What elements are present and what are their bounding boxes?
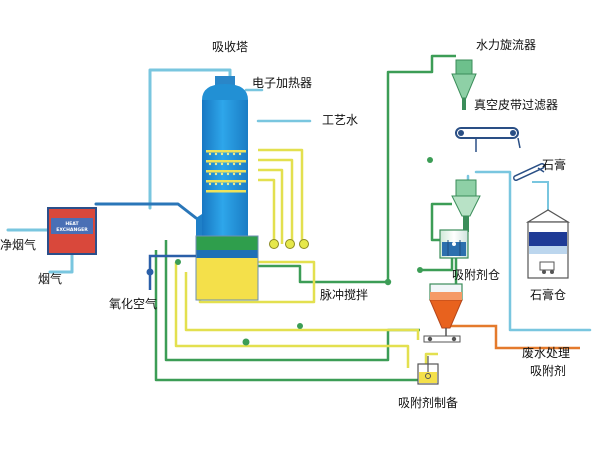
hx-to-tower-duct <box>94 202 198 220</box>
wastewater-pipe <box>446 324 580 350</box>
silo-link <box>420 256 454 272</box>
spray-loop-2 <box>258 158 294 244</box>
absorbent-slurry-tank <box>423 283 463 343</box>
label-electronic-heater: 电子加热器 <box>252 76 313 90</box>
heat-exchanger-text-1: HEAT <box>65 221 79 227</box>
absorbent-prep-unit <box>417 356 439 385</box>
label-process-water: 工艺水 <box>322 113 359 127</box>
spray-loop-4 <box>258 178 276 244</box>
oxidation-air-line <box>146 254 196 290</box>
label-absorption-tower: 吸收塔 <box>212 40 249 54</box>
hydrocyclone <box>451 59 477 110</box>
label-pulse-agitation: 脉冲搅拌 <box>320 288 369 302</box>
pipe-junctions <box>175 157 433 346</box>
label-flue-gas: 烟气 <box>38 272 63 286</box>
slurry-to-cyclone <box>256 54 456 284</box>
raw-flue-gas-pipe <box>48 252 74 274</box>
label-absorbent-preparation: 吸附剂制备 <box>398 396 459 410</box>
absorbent-feed-2 <box>174 262 410 368</box>
spray-loop-3 <box>258 168 284 244</box>
absorbent-feed-1 <box>184 272 420 340</box>
filtrate-tank <box>451 179 481 232</box>
slurry-line-lower <box>154 250 420 382</box>
label-vacuum-belt-filter: 真空皮带过滤器 <box>474 98 559 112</box>
heat-exchanger: HEAT EXCHANGER <box>47 207 97 255</box>
label-absorbent-silo: 吸附剂仓 <box>452 268 501 282</box>
label-gypsum: 石膏 <box>542 158 567 172</box>
spray-loop-1 <box>258 148 304 244</box>
gypsum-conveyor <box>513 163 549 210</box>
label-clean-flue-gas: 净烟气 <box>0 238 37 252</box>
absorbent-silo-tank <box>439 229 469 259</box>
label-absorbent: 吸附剂 <box>530 364 567 378</box>
gypsum-silo <box>525 209 571 279</box>
vacuum-belt-filter <box>455 127 521 152</box>
heat-exchanger-text-2: EXCHANGER <box>56 227 88 233</box>
label-gypsum-silo: 石膏仓 <box>530 288 567 302</box>
label-oxidation-air: 氧化空气 <box>109 297 158 311</box>
filter-link <box>430 202 452 242</box>
label-wastewater-treatment: 废水处理 <box>522 346 571 360</box>
spray-headers <box>206 150 246 193</box>
label-hydrocyclone: 水力旋流器 <box>476 38 537 52</box>
absorption-tower <box>195 76 259 301</box>
cyclone-overflow-pipe <box>474 170 592 332</box>
circulation-pumps <box>269 239 309 249</box>
